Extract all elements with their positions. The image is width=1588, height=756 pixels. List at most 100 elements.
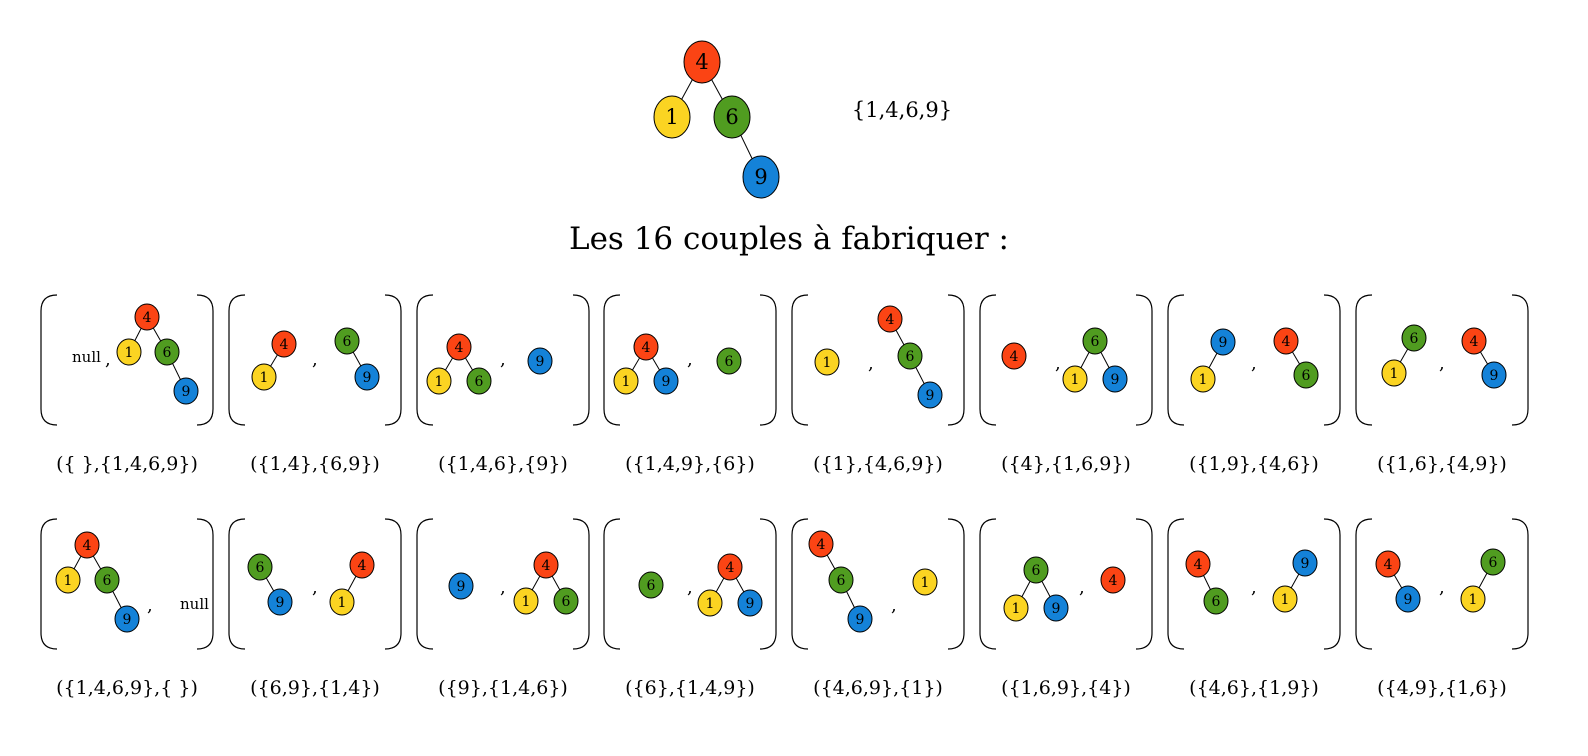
node-6-label: 6 [837,573,846,589]
node-9-circle [917,381,943,409]
left-bracket [416,294,434,426]
node-6-circle [1082,327,1108,355]
left-bracket [791,518,809,650]
pair-caption: ({1,6,9},{4}) [1001,677,1131,699]
pair-caption: ({4},{1,6,9}) [1001,453,1131,475]
node-9-label: 9 [926,388,935,404]
node-6-label: 6 [343,334,352,350]
node-9-circle [737,589,763,617]
pair-caption: ({4,6,9},{1}) [813,677,943,699]
node-1-label: 1 [823,355,832,371]
node-6-label: 6 [725,105,738,129]
node-9-label: 9 [746,596,755,612]
node-4-label: 4 [886,312,895,328]
node-1-label: 1 [64,573,73,589]
left-bracket [40,518,58,650]
node-9-label: 9 [1219,335,1228,351]
null-label: null [180,595,209,613]
node-4-circle [533,551,559,579]
node-6-label: 6 [1302,368,1311,384]
right-bracket [384,518,402,650]
pair-comma: , [105,349,111,370]
left-bracket [1167,518,1185,650]
right-bracket [1511,518,1529,650]
node-6-circle [716,347,742,375]
left-bracket [979,518,997,650]
pair-comma: , [312,349,318,370]
left-bracket [228,294,246,426]
pair-comma: , [147,595,153,616]
node-9-label: 9 [1111,372,1120,388]
node-4-label: 4 [726,560,735,576]
node-9-circle [1043,594,1069,622]
left-bracket [228,518,246,650]
node-1-label: 1 [921,575,930,591]
node-4-circle [717,553,743,581]
node-4-label: 4 [143,310,152,326]
right-bracket [572,518,590,650]
node-4-label: 4 [1282,334,1291,350]
node-4-circle [134,303,160,331]
right-bracket [572,294,590,426]
node-1-circle [1460,585,1486,613]
node-9-circle [173,377,199,405]
node-6-label: 6 [562,594,571,610]
node-4-circle [633,333,659,361]
node-1-label: 1 [706,596,715,612]
pair-comma: , [1251,353,1257,374]
node-9-label: 9 [1301,556,1310,572]
left-bracket [979,294,997,426]
left-bracket [1355,294,1373,426]
node-9-label: 9 [182,384,191,400]
node-6-circle [466,367,492,395]
pair-comma: , [1079,577,1085,598]
node-6-circle [553,587,579,615]
pairs-grid: 4 1 6 9 null, ({ },{1,4,6,9}) 4 1 6 9, ({1,4},{6,9… [40,294,1529,699]
node-1-label: 1 [1071,372,1080,388]
right-bracket [1135,294,1153,426]
node-4-label: 4 [1470,334,1479,350]
node-6-circle [1401,324,1427,352]
node-9-circle [1292,549,1318,577]
right-bracket [947,518,965,650]
node-6-circle [154,338,180,366]
node-1-circle [697,589,723,617]
node-6-circle [713,95,751,139]
right-bracket [1511,294,1529,426]
pair-caption: ({ },{1,4,6,9}) [56,453,198,475]
node-1-label: 1 [338,595,347,611]
node-1-label: 1 [622,374,631,390]
pair-comma: , [1439,577,1445,598]
node-1-circle [1381,359,1407,387]
node-6-circle [334,327,360,355]
pair-caption: ({1,4},{6,9}) [250,453,380,475]
node-9-label: 9 [276,595,285,611]
node-4-label: 4 [455,340,464,356]
node-1-label: 1 [1012,601,1021,617]
node-4-circle [349,551,375,579]
node-4-label: 4 [280,337,289,353]
right-bracket [1323,518,1341,650]
node-4-label: 4 [83,538,92,554]
node-6-label: 6 [906,349,915,365]
right-bracket [947,294,965,426]
node-6-label: 6 [647,578,656,594]
node-1-circle [653,95,691,139]
node-1-circle [251,363,277,391]
node-9-label: 9 [123,612,132,628]
left-bracket [416,518,434,650]
node-4-label: 4 [1194,557,1203,573]
node-4-circle [271,330,297,358]
node-6-label: 6 [725,354,734,370]
node-1-circle [1003,594,1029,622]
right-bracket [196,294,214,426]
node-1-label: 1 [435,374,444,390]
node-1-label: 1 [260,370,269,386]
